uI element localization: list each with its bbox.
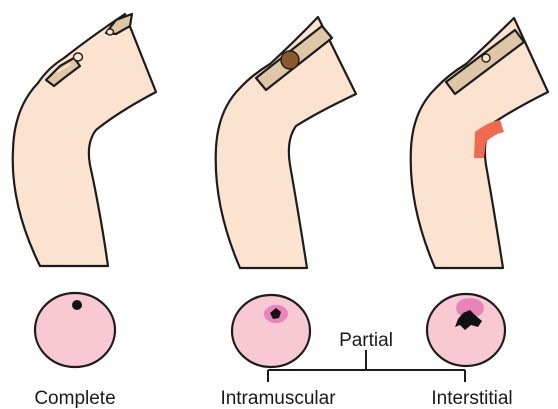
muscle-cross-section-intramuscular [232,295,310,367]
tendon-stump-lower-hole [74,53,83,61]
label-complete: Complete [34,388,115,409]
label-intramuscular: Intramuscular [220,388,336,409]
hematoma-mark [281,51,299,69]
tendon-stump-upper-hole [107,29,114,35]
cross-section-complete [35,293,115,367]
cross-section-interstitial [427,294,505,366]
knee-outline-complete [13,14,156,266]
knee-illustration-intramuscular [216,17,356,268]
cross-section-intramuscular [232,295,310,367]
complete-tear-dot [72,300,82,310]
tendon-hole-mark [482,54,490,62]
knee-illustration-interstitial [411,18,548,268]
label-partial: Partial [339,330,393,351]
label-interstitial: Interstitial [431,388,512,409]
knee-illustration-complete [13,14,156,266]
